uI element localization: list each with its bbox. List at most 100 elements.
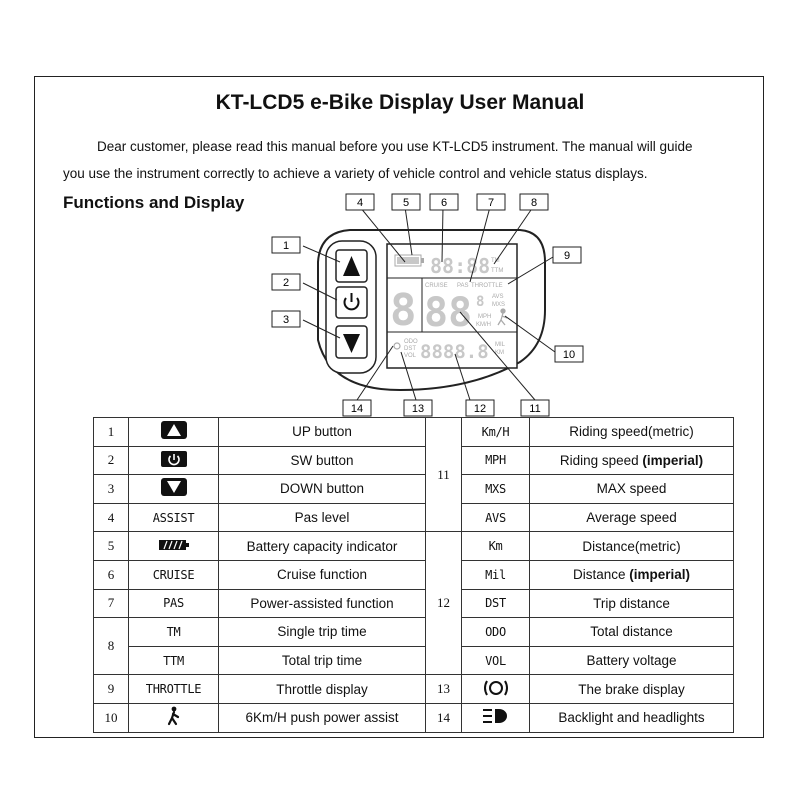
- callout-11: 11: [520, 399, 550, 417]
- function-description: Distance(metric): [529, 531, 734, 561]
- callout-7: 7: [476, 193, 506, 211]
- symbol-code: AVS: [461, 502, 530, 533]
- lcd-km-label: KM: [495, 350, 504, 356]
- group-number: 12: [425, 531, 462, 676]
- symbol-cell: [128, 445, 219, 476]
- row-number: 4: [93, 502, 129, 533]
- group-number: 13: [425, 674, 462, 704]
- function-description: The brake display: [529, 674, 734, 704]
- symbol-code: CRUISE: [128, 559, 219, 590]
- symbol-cell: [461, 702, 530, 733]
- description-unit: (metric): [648, 424, 694, 440]
- symbol-cell: [128, 531, 219, 561]
- page-title: KT-LCD5 e-Bike Display User Manual: [215, 91, 585, 114]
- up-button[interactable]: [335, 249, 368, 283]
- callout-9: 9: [552, 246, 582, 264]
- description-unit: (imperial): [642, 452, 704, 468]
- down-arrow-icon: [343, 334, 360, 353]
- function-description: Total trip time: [218, 645, 426, 676]
- function-description: DOWN button: [218, 474, 426, 504]
- function-description: Single trip time: [218, 617, 426, 647]
- symbol-code: Km/H: [461, 417, 530, 447]
- callout-10: 10: [554, 345, 584, 363]
- callout-5: 5: [391, 193, 421, 211]
- headlight-icon: [481, 706, 511, 729]
- lcd-mil-label: MIL: [495, 342, 506, 348]
- lcd-assist-digit: 8: [390, 285, 417, 336]
- description-text: Distance: [582, 538, 635, 554]
- lcd-pas-label: PAS: [457, 283, 469, 289]
- symbol-cell: [128, 474, 219, 504]
- symbol-code: MPH: [461, 445, 530, 476]
- callout-number: 1: [283, 240, 289, 252]
- lcd-throttle-label: THROTTLE: [471, 283, 503, 289]
- power-button[interactable]: [335, 286, 368, 319]
- lcd-odo-digits: 8888.8: [420, 341, 489, 363]
- lcd-avs-label: AVS: [492, 294, 504, 300]
- symbol-cell: [461, 674, 530, 704]
- lcd-ttm-label: TTM: [491, 268, 503, 274]
- callout-number: 12: [474, 403, 486, 415]
- callout-2: 2: [271, 273, 301, 291]
- symbol-code: Km: [461, 531, 530, 561]
- group-number: 14: [425, 702, 462, 733]
- function-description: Battery capacity indicator: [218, 531, 426, 561]
- symbol-code: VOL: [461, 645, 530, 676]
- battery-icon: [158, 538, 190, 555]
- description-text: Backlight and headlights: [558, 710, 705, 726]
- group-number: 11: [425, 416, 462, 533]
- callout-number: 13: [412, 403, 424, 415]
- lcd-mph-label: MPH: [478, 314, 491, 320]
- power-button-icon: [160, 449, 188, 472]
- function-description: UP button: [218, 417, 426, 447]
- row-number: 1: [93, 417, 129, 447]
- description-unit: (imperial): [629, 567, 691, 583]
- lcd-mxs-label: MXS: [492, 302, 505, 308]
- callout-number: 5: [403, 197, 409, 209]
- description-text: Total distance: [590, 624, 673, 640]
- symbol-code: PAS: [128, 588, 219, 619]
- callout-number: 8: [531, 197, 537, 209]
- callout-number: 6: [441, 197, 447, 209]
- row-number: 2: [93, 445, 129, 476]
- intro-line-2: you use the instrument correctly to achi…: [63, 166, 648, 181]
- lcd-battery-icon: [394, 254, 424, 267]
- function-description: Riding speed (imperial): [529, 445, 734, 476]
- function-description: Battery voltage: [529, 645, 734, 676]
- callout-number: 7: [488, 197, 494, 209]
- intro-line-1: Dear customer, please read this manual b…: [97, 139, 693, 154]
- power-icon: [343, 293, 360, 311]
- down-button[interactable]: [335, 325, 368, 359]
- callout-6: 6: [429, 193, 459, 211]
- symbol-code: DST: [461, 588, 530, 619]
- row-number: 7: [93, 588, 129, 619]
- symbol-code: MXS: [461, 474, 530, 504]
- function-description: MAX speed: [529, 474, 734, 504]
- function-description: Throttle display: [218, 674, 426, 704]
- up-arrow-icon: [343, 256, 360, 276]
- description-text: MAX speed: [596, 481, 667, 497]
- symbol-code: Mil: [461, 559, 530, 590]
- description-text: Riding speed: [569, 424, 649, 440]
- lcd-tm-label: TM: [491, 258, 500, 264]
- callout-leaders: [302, 206, 556, 401]
- callout-3: 3: [271, 310, 301, 328]
- lcd-odo-label: ODO: [404, 339, 418, 345]
- description-text: Trip distance: [593, 595, 670, 611]
- symbol-code: ASSIST: [128, 502, 219, 533]
- function-description: Cruise function: [218, 559, 426, 590]
- description-unit: (metric): [634, 538, 681, 554]
- display-diagram: 88:88 TM TTM CRUISE PAS THROTTLE 8 88 8 …: [271, 193, 584, 417]
- lcd-kmh-label: KM/H: [476, 322, 491, 328]
- lcd-small-digit: 8: [476, 294, 484, 310]
- symbol-code: ODO: [461, 617, 530, 647]
